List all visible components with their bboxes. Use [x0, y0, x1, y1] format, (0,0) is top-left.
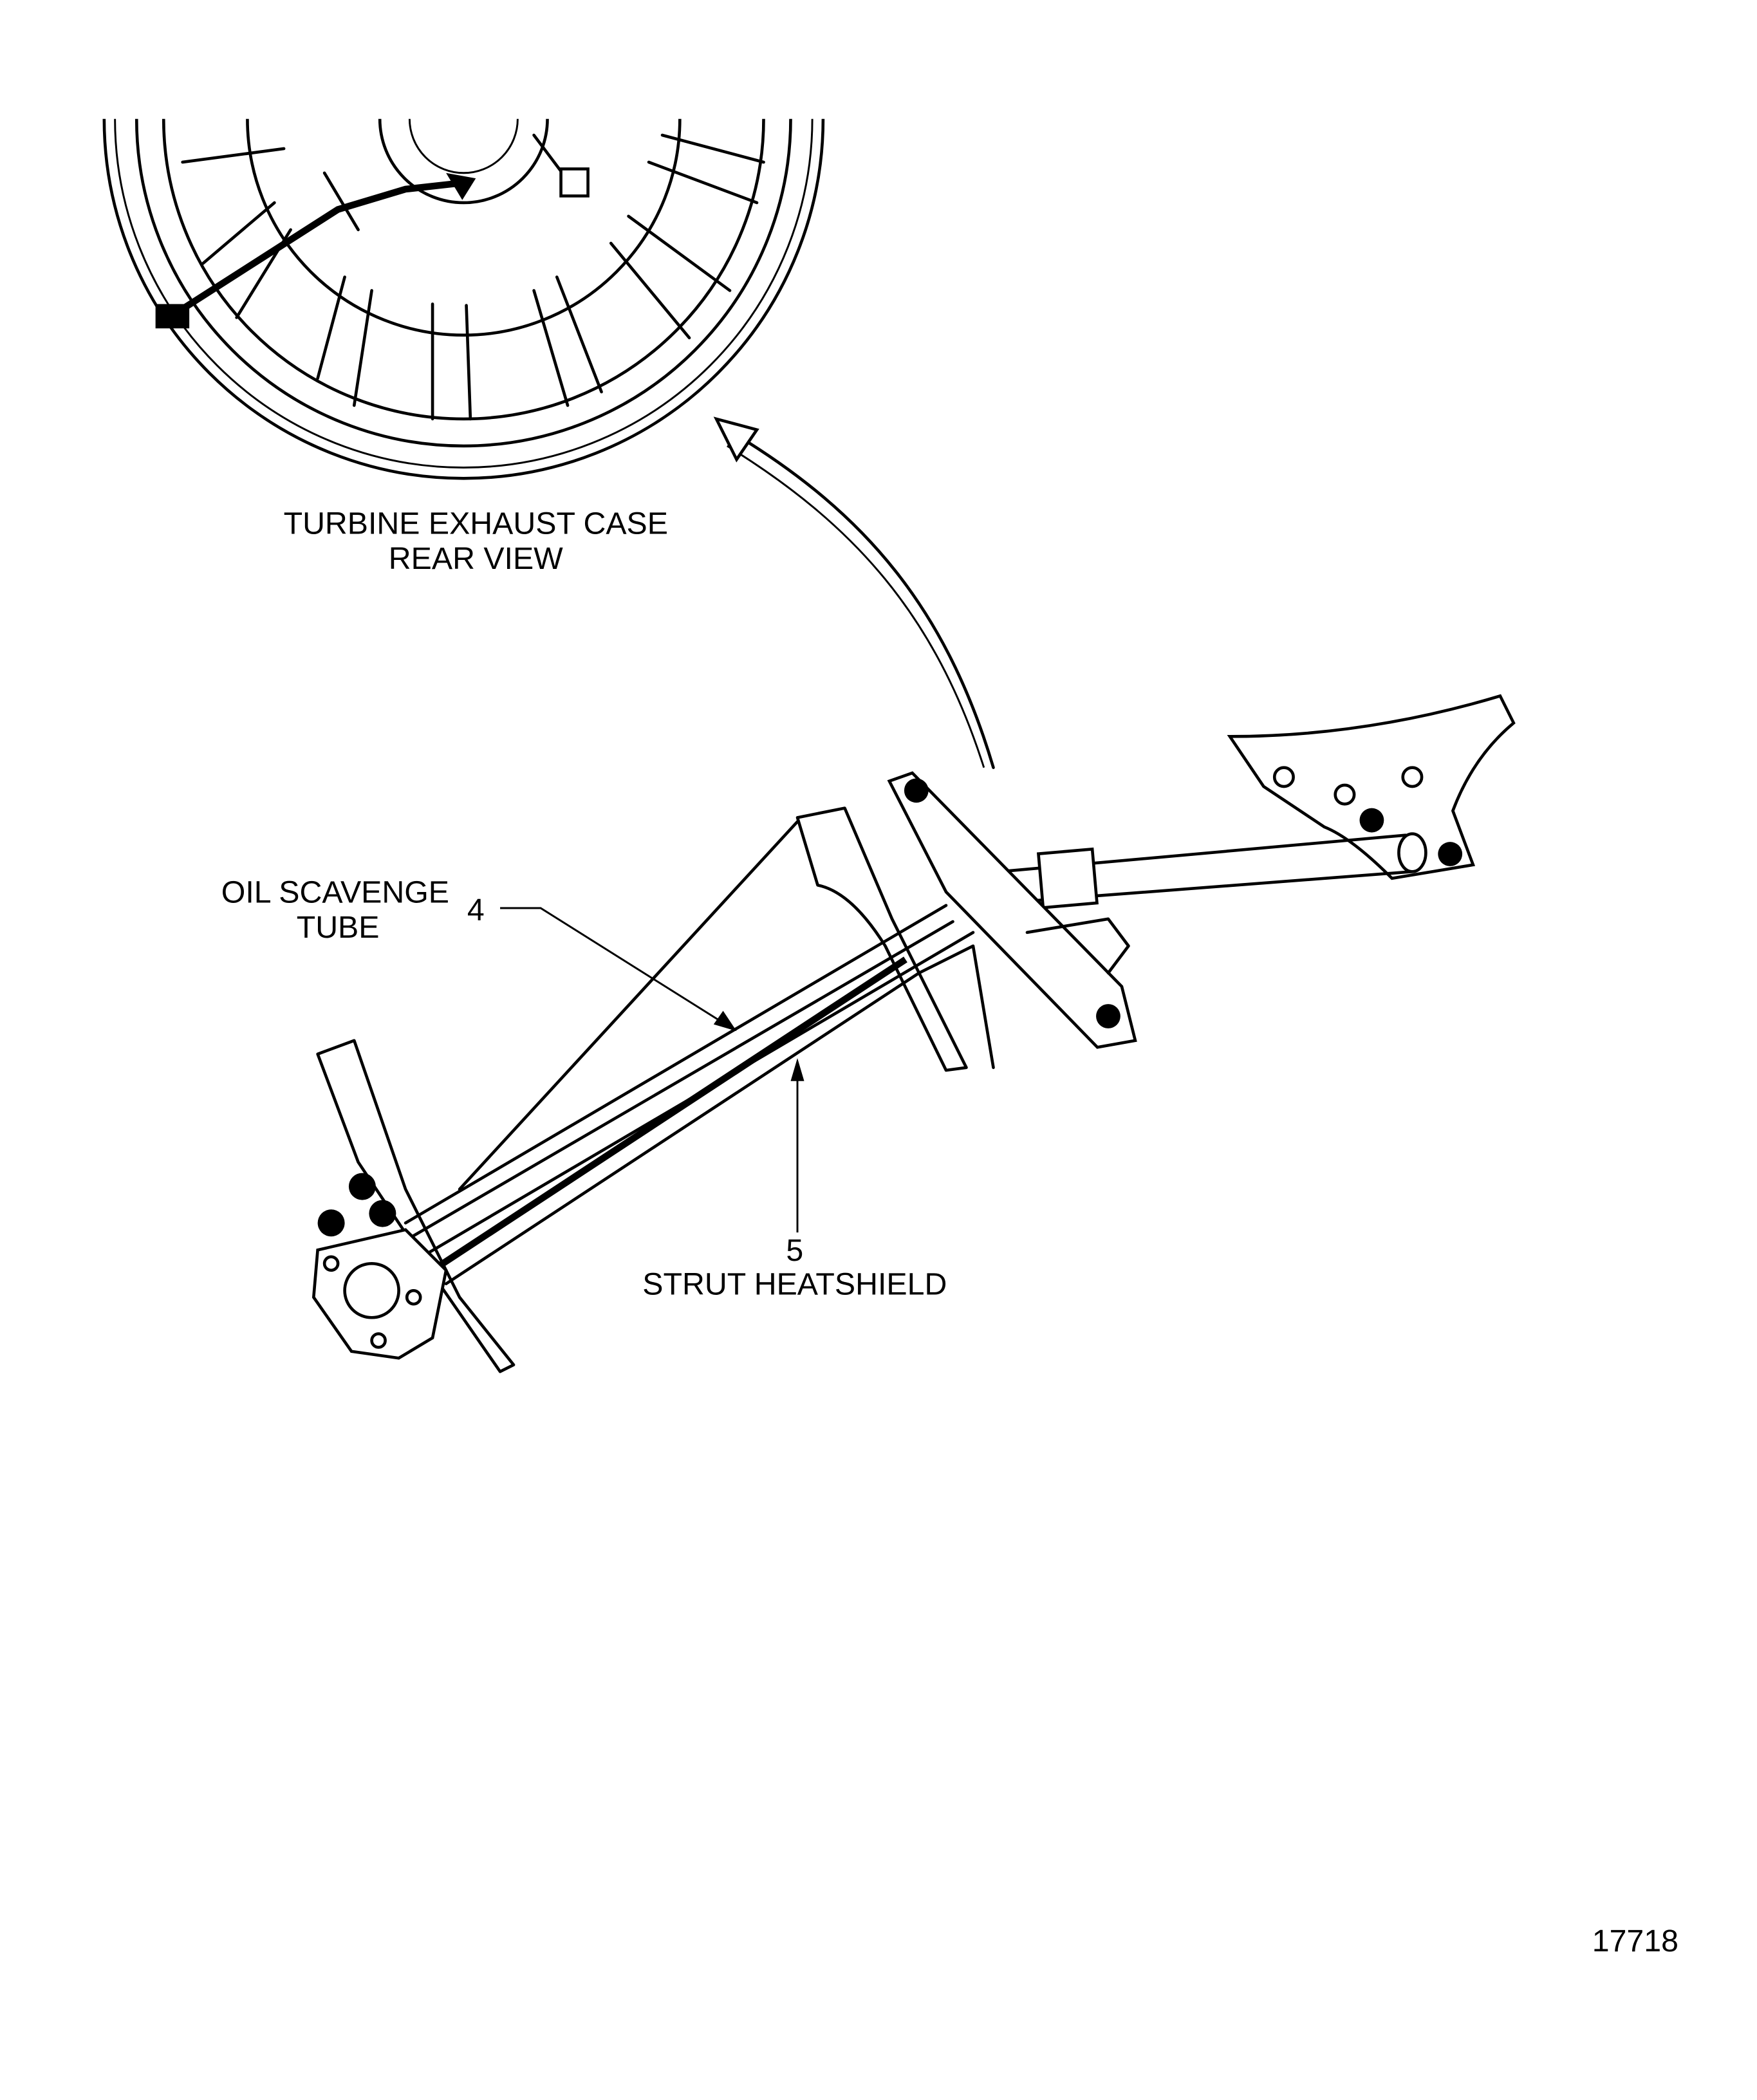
- callout-4-label-line1: OIL SCAVENGE: [221, 875, 449, 910]
- callout-strut-heatshield: 5 STRUT HEATSHIELD: [642, 1058, 947, 1302]
- turbine-exhaust-case-rear-view: TURBINE EXHAUST CASE REAR VIEW: [102, 118, 825, 576]
- callout-5-number: 5: [786, 1233, 803, 1268]
- callout-5-label: STRUT HEATSHIELD: [642, 1267, 947, 1302]
- callout-4-label-line2: TUBE: [297, 910, 380, 945]
- callout-4-number: 4: [467, 893, 485, 927]
- callout-oil-scavenge-tube: OIL SCAVENGE TUBE 4: [221, 875, 737, 1032]
- inset-caption-line2: REAR VIEW: [389, 541, 563, 576]
- inset-caption-line1: TURBINE EXHAUST CASE: [284, 506, 668, 541]
- oil-scavenge-tube-highlight: [155, 133, 590, 329]
- figure-number: 17718: [1592, 1924, 1678, 1958]
- strut-assembly: [311, 694, 1516, 1373]
- view-arrow: [713, 416, 995, 769]
- spokes: [181, 133, 765, 421]
